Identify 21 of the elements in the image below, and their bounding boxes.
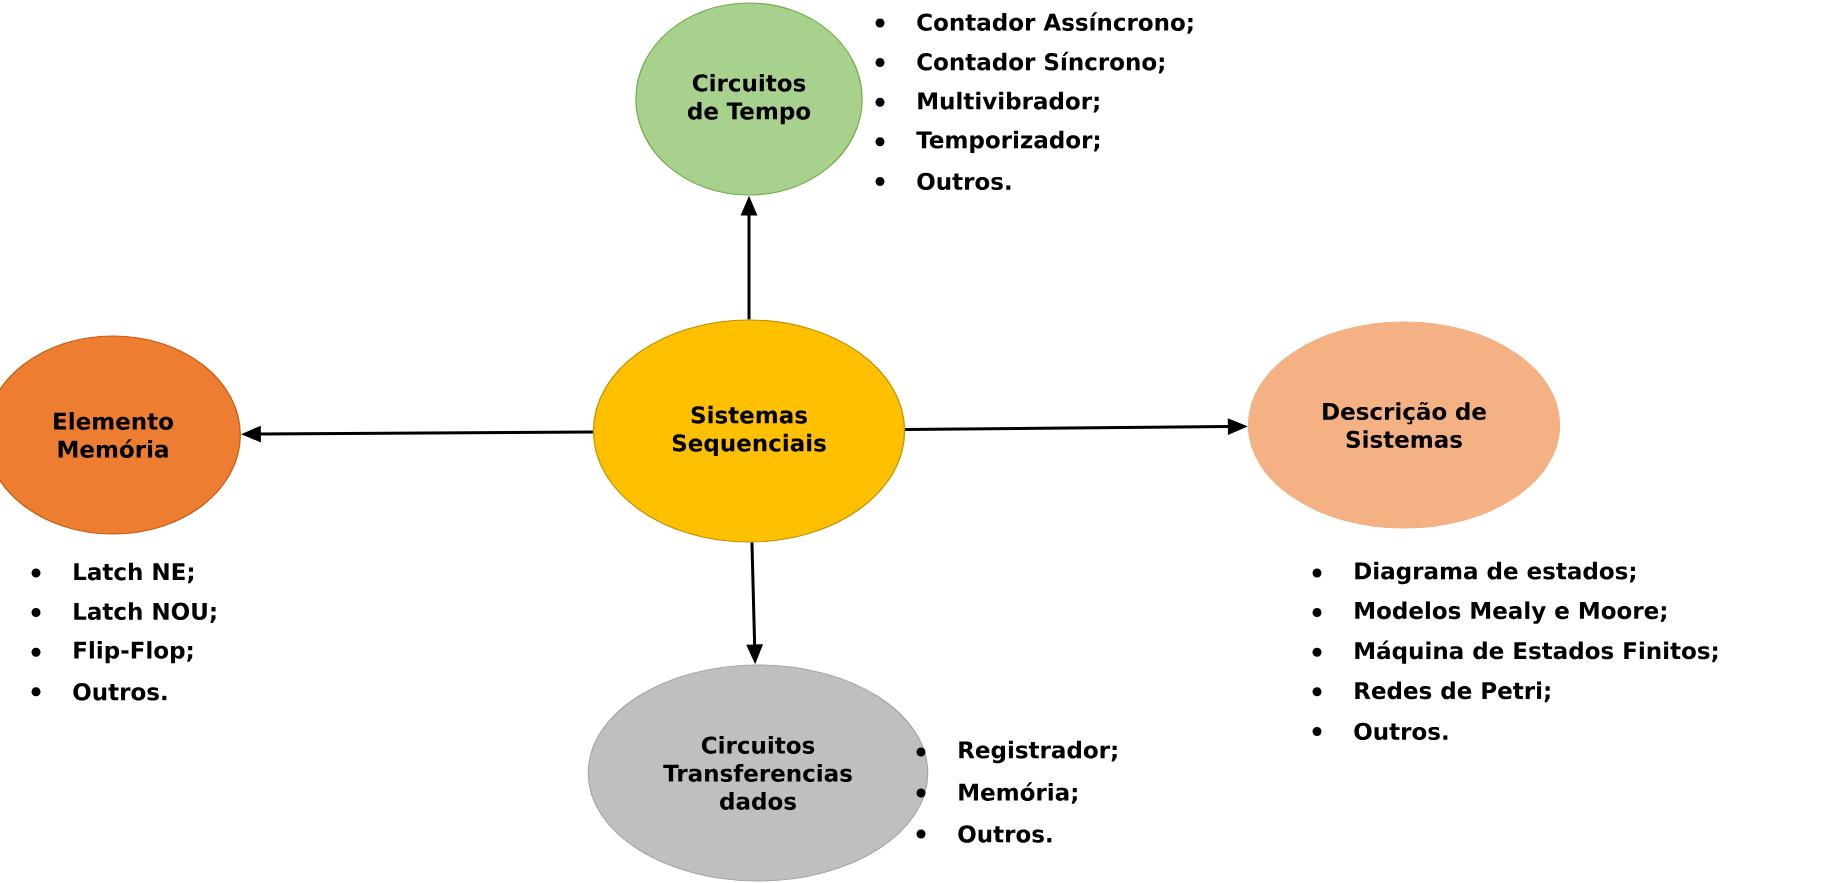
bullet-item: Multivibrador; [918,91,1099,113]
ellipse-node: Circuitos Transferencias dados [587,664,929,882]
bullet-item: Outros. [958,825,1052,843]
bullet-item: Temporizador; [916,130,1100,153]
bullet-item: Outros. [1354,722,1448,741]
bullet-item: Máquina de Estados Finitos; [1355,640,1718,664]
ellipse-node: Descrição de Sistemas [1247,321,1561,529]
bullet-item: Latch NOU; [74,602,216,623]
bullet-item: Latch NE; [74,562,193,584]
bullet-item: Contador Assíncrono; [917,12,1193,34]
bullet-item: Outros. [917,172,1011,191]
bullet-item: Registrador; [959,740,1117,764]
ellipse-node: Circuitos de Tempo [635,2,863,196]
bullet-item: Contador Síncrono; [917,51,1164,74]
bullet-item: Redes de Petri; [1355,681,1550,703]
bullet-item: Diagrama de estados; [1355,561,1635,585]
bullet-item: Outros. [73,683,167,701]
bullet-item: Modelos Mealy e Moore; [1355,601,1666,624]
ellipse-node: Sistemas Sequenciais [592,319,906,543]
bullet-item: Memória; [959,782,1077,804]
bullet-item: Flip-Flop; [74,641,193,664]
